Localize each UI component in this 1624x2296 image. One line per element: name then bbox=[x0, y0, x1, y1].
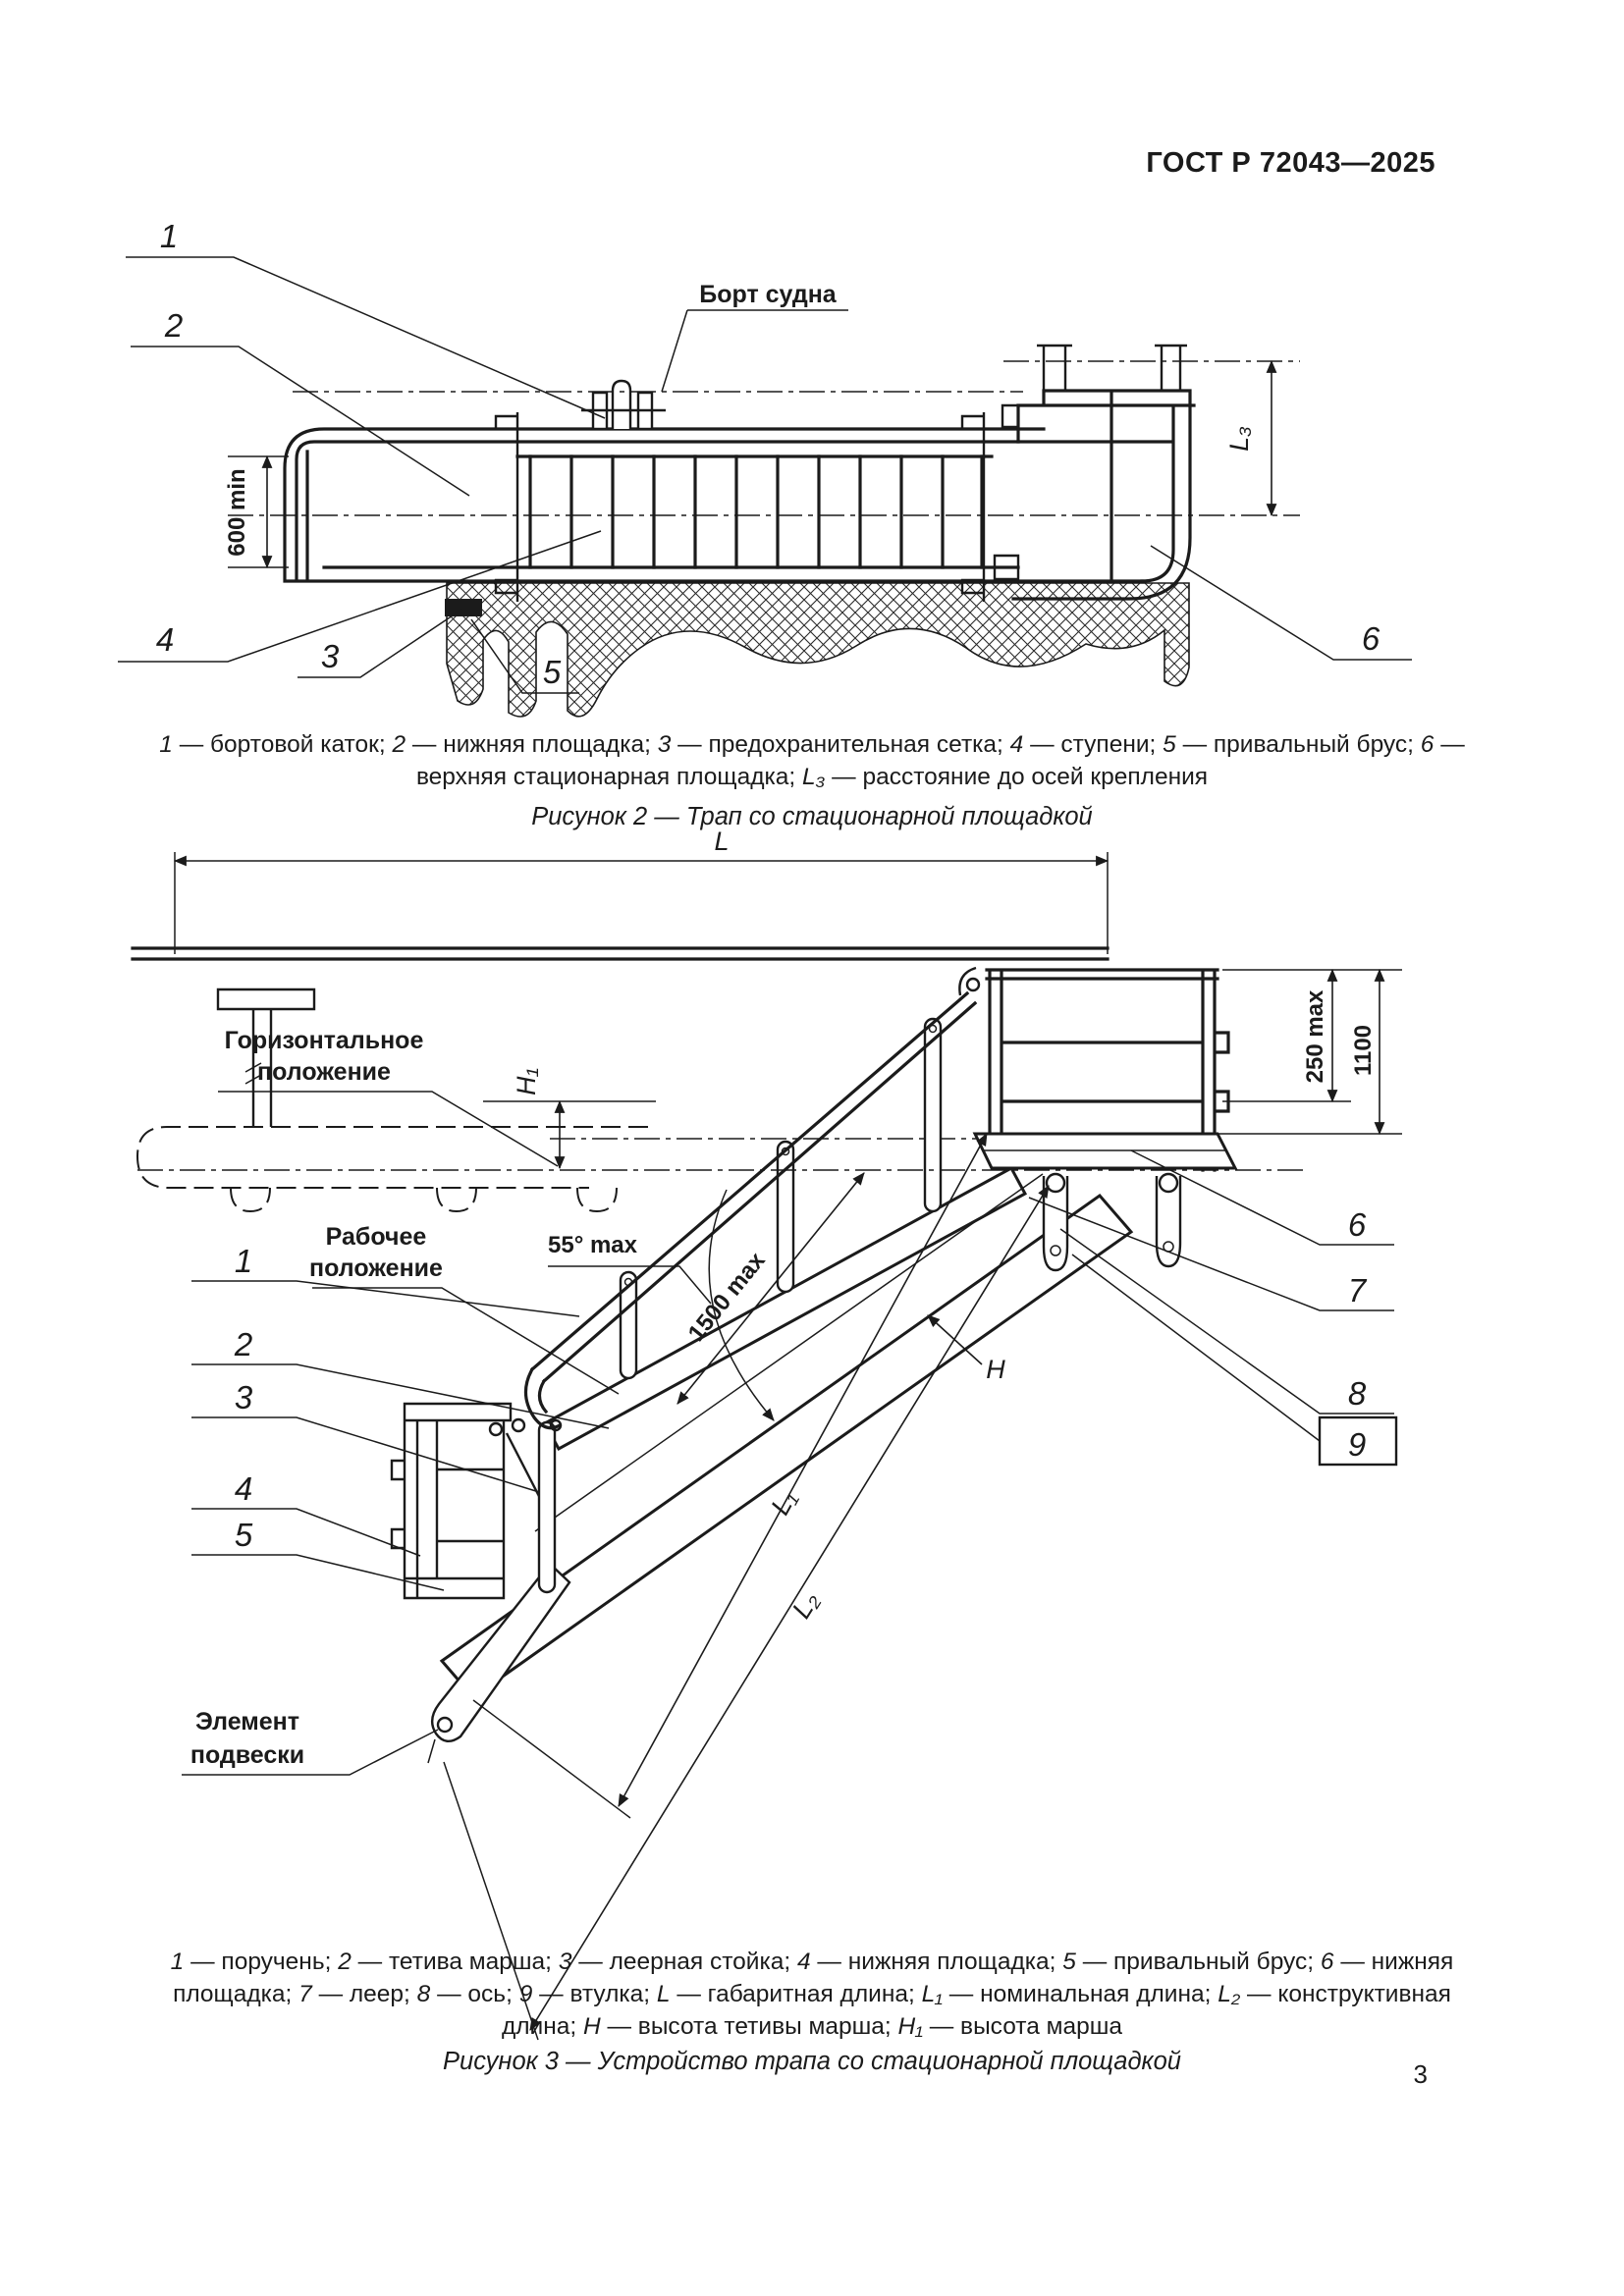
link1-top-eye bbox=[1045, 1172, 1066, 1194]
callout-9-box bbox=[1318, 1415, 1398, 1467]
figure-3: L H₁ bbox=[131, 827, 1402, 2041]
stanchion-eye-3 bbox=[928, 1024, 938, 1034]
safety-net-hatch bbox=[446, 582, 1190, 718]
fig3-leaders-right bbox=[1028, 1149, 1394, 1442]
figure2-title: Рисунок 2 — Трап со стационарной площадк… bbox=[531, 803, 1093, 830]
fig3-callout-7: 7 bbox=[1348, 1272, 1368, 1308]
callout-3: 3 bbox=[321, 638, 340, 674]
pivot-pin bbox=[965, 977, 981, 992]
dim-L-label: L bbox=[714, 827, 729, 856]
callout-6: 6 bbox=[1362, 620, 1380, 657]
fig3-callout-4: 4 bbox=[235, 1470, 252, 1507]
dim-L2-label: L₂ bbox=[786, 1586, 825, 1624]
fig3-callout-9: 9 bbox=[1348, 1426, 1366, 1463]
working-position-leader bbox=[312, 1287, 620, 1395]
callout-1: 1 bbox=[160, 218, 178, 254]
dim-600-label: 600 min bbox=[224, 468, 250, 556]
platform-hinge-eye2 bbox=[511, 1417, 526, 1433]
dim-250-label: 250 max bbox=[1302, 989, 1328, 1083]
lower-platform bbox=[390, 1402, 513, 1600]
fig3-callout-3: 3 bbox=[235, 1379, 253, 1415]
side-roller bbox=[581, 379, 666, 431]
callout-4: 4 bbox=[156, 621, 174, 658]
ship-side-label: Борт судна bbox=[699, 281, 838, 308]
figure2-legend: 1 — бортовой каток; 2 — нижняя площадка;… bbox=[159, 731, 1465, 790]
dim-1100-label: 1100 bbox=[1350, 1025, 1377, 1076]
pivot-hook bbox=[958, 966, 977, 996]
figure3-legend: 1 — поручень; 2 — тетива марша; 3 — леер… bbox=[170, 1949, 1454, 2040]
dim-L1-extension bbox=[472, 1699, 631, 1819]
fig3-callout-8: 8 bbox=[1348, 1375, 1367, 1412]
callout-2: 2 bbox=[164, 307, 183, 344]
dim-H1-label: H₁ bbox=[512, 1068, 541, 1095]
dim-600-extensions bbox=[228, 455, 289, 568]
horizontal-position-leader bbox=[218, 1091, 559, 1167]
page-number: 3 bbox=[1413, 2059, 1428, 2089]
side-brackets bbox=[494, 412, 986, 602]
figure-2: 600 min L₃ 1 2 4 3 5 6 Борт судна bbox=[118, 218, 1412, 718]
platform-hinge-eye1 bbox=[488, 1421, 504, 1437]
dim-L1-label: L₁ bbox=[765, 1485, 802, 1520]
angle-label: 55° max bbox=[548, 1232, 638, 1258]
suspension-leader bbox=[182, 1729, 439, 1776]
link2-top-eye bbox=[1158, 1172, 1179, 1194]
dim-L1-line bbox=[618, 1133, 988, 1807]
dim-L-extensions bbox=[174, 852, 1109, 954]
link1-bottom-eye bbox=[1050, 1245, 1061, 1256]
ladder-steps bbox=[528, 454, 984, 569]
platform-tabs bbox=[993, 403, 1020, 581]
mooring-posts bbox=[1037, 344, 1187, 393]
fig3-callout-2: 2 bbox=[234, 1326, 252, 1362]
suspension-label-2: подвески bbox=[190, 1741, 304, 1769]
platform-hinge-strut bbox=[505, 1432, 545, 1505]
stanchion-break-marks bbox=[244, 1062, 262, 1085]
figure3-title: Рисунок 3 — Устройство трапа со стациона… bbox=[443, 2048, 1181, 2075]
fig3-leaders-left bbox=[191, 1280, 610, 1591]
standard-number: ГОСТ Р 72043—2025 bbox=[1146, 147, 1435, 179]
dim-L2-line bbox=[529, 1185, 1050, 2031]
deck-edge bbox=[131, 946, 1110, 961]
suspension-label-1: Элемент bbox=[195, 1708, 299, 1735]
fig3-callout-1: 1 bbox=[235, 1243, 252, 1279]
centerlines bbox=[228, 360, 1300, 516]
fig3-callout-6: 6 bbox=[1348, 1206, 1367, 1243]
dim-H-label: H bbox=[986, 1355, 1005, 1384]
horizontal-position-label-2: положение bbox=[257, 1058, 391, 1086]
fig3-callout-5: 5 bbox=[235, 1517, 253, 1553]
upper-fixed-platform bbox=[985, 968, 1230, 1172]
rail-stanchion-3 bbox=[923, 1017, 943, 1213]
rail-stanchion-platform bbox=[537, 1420, 557, 1594]
suspension-bar-eye bbox=[436, 1716, 454, 1734]
horizontal-position-label-1: Горизонтальное bbox=[225, 1027, 424, 1054]
dim-L3-label: L₃ bbox=[1224, 426, 1254, 452]
horizontal-position-outline bbox=[135, 1126, 648, 1213]
working-position-label-2: положение bbox=[309, 1255, 443, 1282]
suspension-link-2 bbox=[1155, 1176, 1182, 1268]
ladder-body bbox=[283, 427, 1144, 583]
working-position-label-1: Рабочее bbox=[326, 1223, 427, 1251]
suspension-bar-tail bbox=[427, 1738, 436, 1764]
callout-5: 5 bbox=[543, 654, 562, 690]
callout-leaders bbox=[118, 256, 1412, 694]
dim-L2-extension bbox=[443, 1761, 539, 2041]
upper-platform bbox=[1011, 389, 1196, 601]
fender-bar bbox=[445, 599, 482, 616]
